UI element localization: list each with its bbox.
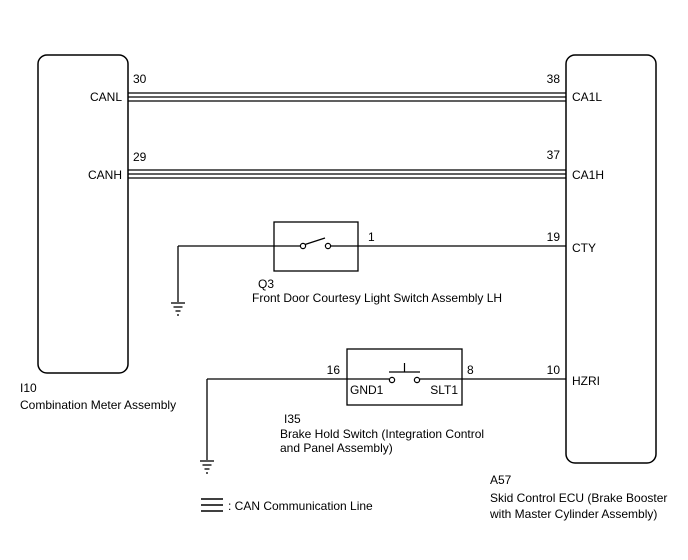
skid-control-code: A57 [490, 473, 512, 487]
canl-bus-line [128, 92, 566, 102]
ground-symbol-door [171, 302, 185, 316]
skid-control-name-line2: with Master Cylinder Assembly) [489, 507, 657, 521]
door-switch-symbol [274, 237, 358, 250]
door-switch-circuit [177, 245, 566, 302]
door-switch-name: Front Door Courtesy Light Switch Assembl… [252, 291, 502, 305]
cty-label: CTY [572, 241, 596, 255]
pin-19: 19 [547, 230, 561, 244]
gnd1-label: GND1 [350, 383, 384, 397]
ca1l-label: CA1L [572, 90, 602, 104]
door-switch-code: Q3 [258, 277, 274, 291]
pin-30: 30 [133, 72, 147, 86]
skid-control-ecu-box [565, 54, 657, 464]
canh-label: CANH [88, 168, 122, 182]
skid-control-name-line1: Skid Control ECU (Brake Booster [490, 491, 667, 505]
brake-hold-name-line2: and Panel Assembly) [280, 441, 393, 455]
can-legend-symbol [201, 498, 223, 512]
brake-hold-switch-box [346, 348, 463, 406]
brake-hold-name-line1: Brake Hold Switch (Integration Control [280, 427, 484, 441]
slt1-label: SLT1 [430, 383, 458, 397]
pin-37: 37 [547, 148, 561, 162]
door-switch-pin-1: 1 [368, 230, 375, 244]
pin-29: 29 [133, 150, 147, 164]
brake-hold-code: I35 [284, 412, 301, 426]
canl-label: CANL [90, 90, 122, 104]
brake-hold-pin-16: 16 [327, 363, 341, 377]
pin-38: 38 [547, 72, 561, 86]
canh-bus-line [128, 169, 566, 179]
combination-meter-box [37, 54, 129, 374]
can-legend-text: : CAN Communication Line [228, 499, 373, 513]
combination-meter-name: Combination Meter Assembly [20, 398, 176, 412]
brake-hold-pin-8: 8 [467, 363, 474, 377]
ca1h-label: CA1H [572, 168, 604, 182]
brake-hold-circuit [206, 378, 566, 460]
brake-hold-switch-symbol [347, 363, 462, 384]
pin-10: 10 [547, 363, 561, 377]
hzri-label: HZRI [572, 374, 600, 388]
combination-meter-code: I10 [20, 381, 37, 395]
ground-symbol-brake [200, 460, 214, 474]
